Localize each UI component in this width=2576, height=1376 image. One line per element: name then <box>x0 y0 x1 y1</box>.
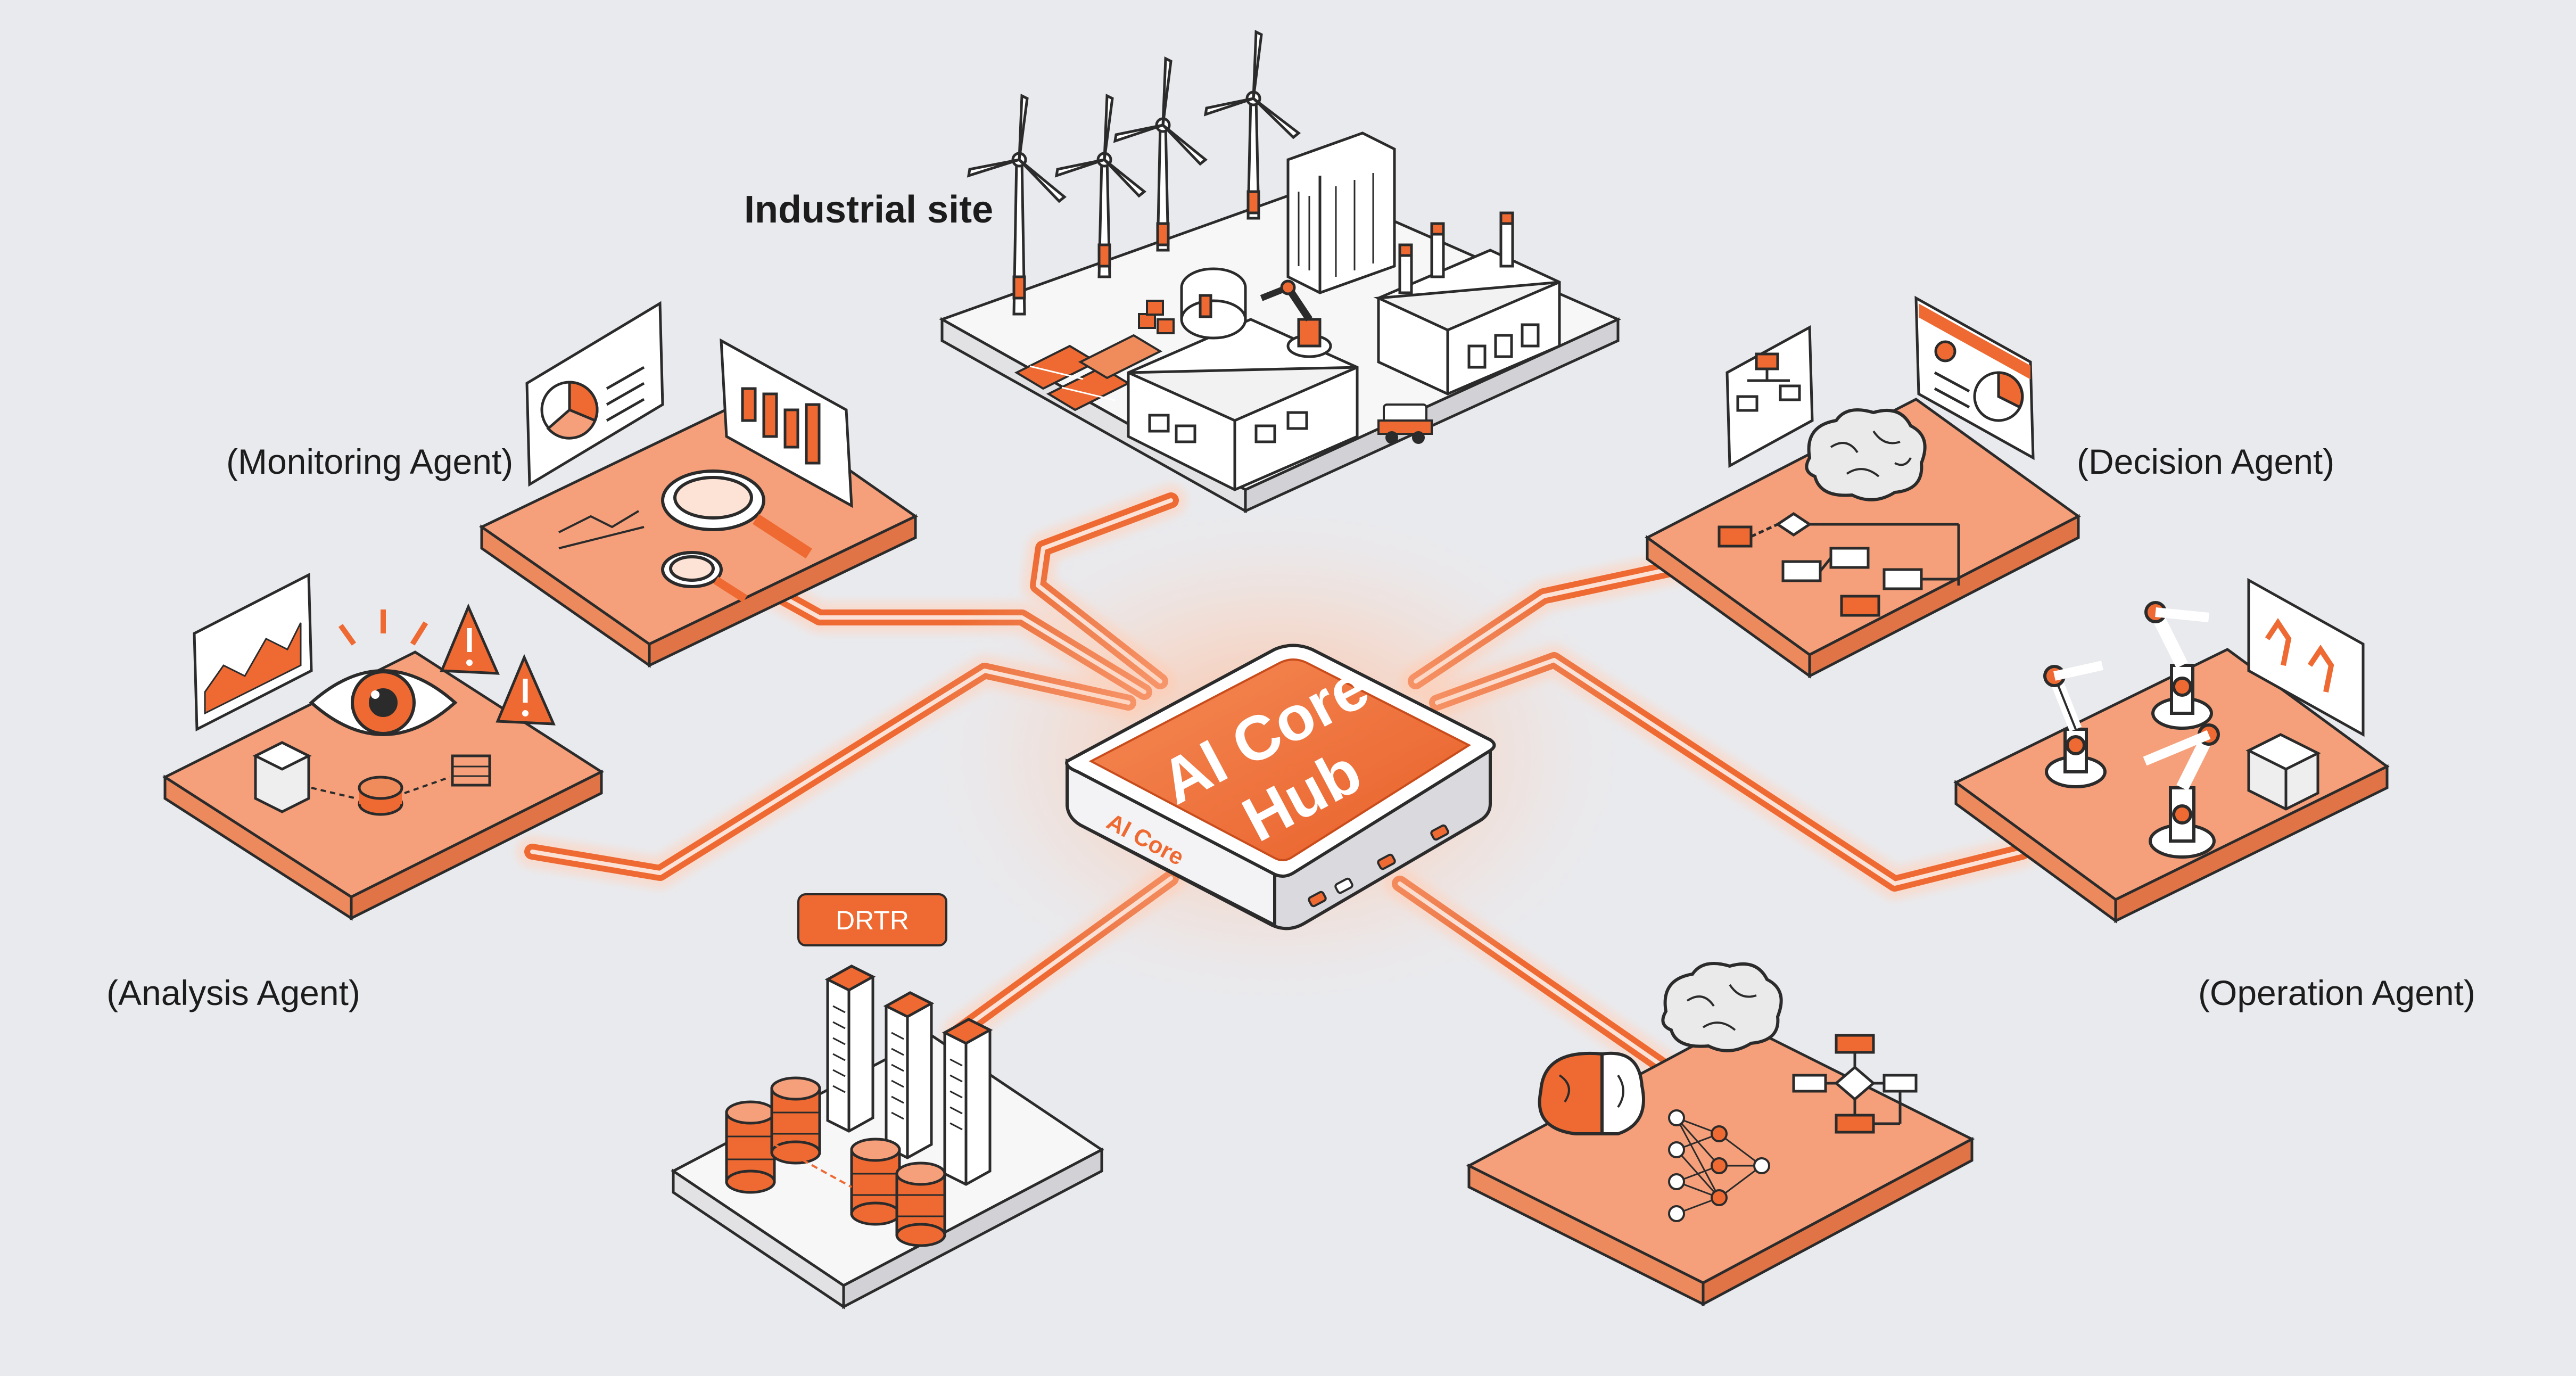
data-tag-label: DRTR <box>836 905 909 935</box>
data-link <box>774 1143 852 1188</box>
decision-flow-icon <box>1718 512 1960 617</box>
wind-turbine-icon <box>967 94 1067 316</box>
pie-chart-icon <box>525 301 664 487</box>
server-rack-icon <box>883 991 935 1159</box>
machine-box-icon <box>2245 733 2321 811</box>
warning-icon <box>496 654 556 726</box>
brain-icon <box>1538 1051 1645 1135</box>
neural-network-icon <box>1668 1109 1770 1222</box>
robot-arm-icon <box>1260 279 1332 358</box>
ai-core-hub: AI Core Hub AI Core <box>1065 644 1496 930</box>
monitoring-agent-platform <box>479 301 918 668</box>
wind-turbine-icon <box>1113 56 1208 252</box>
pie-chart-icon <box>1914 295 2035 460</box>
hub-ports <box>1308 824 1449 908</box>
wind-turbine-icon <box>1054 94 1147 278</box>
robot-card-icon <box>2247 578 2365 737</box>
database-icon <box>850 1138 901 1226</box>
flowchart-icon <box>1792 1034 1918 1134</box>
robot-arm-icon <box>2043 661 2107 788</box>
industrial-site-label: Industrial site <box>744 188 993 231</box>
data-flow-icon <box>252 741 491 816</box>
industrial-site-platform <box>938 30 1622 514</box>
operation-agent-platform <box>1953 578 2390 924</box>
wind-turbine-icon <box>1203 30 1301 220</box>
analysis-agent-platform <box>162 572 605 921</box>
tank-icon <box>1180 267 1247 340</box>
eye-icon <box>309 609 458 736</box>
trend-chart-icon <box>558 510 645 549</box>
factory-icon <box>1127 131 1561 491</box>
magnifier-icon <box>661 469 812 603</box>
server-rack-icon <box>824 965 876 1133</box>
flowchart-icon <box>1725 325 1814 468</box>
database-icon <box>725 1100 776 1194</box>
data-storage-platform <box>671 965 1104 1309</box>
monitoring-agent-label: (Monitoring Agent) <box>226 442 513 481</box>
brain-icon <box>1661 962 1783 1052</box>
solar-panel-icon <box>1014 334 1163 411</box>
robot-arm-icon <box>2144 601 2213 730</box>
crates-icon <box>1138 300 1175 334</box>
truck-icon <box>1377 403 1433 444</box>
server-rack-icon <box>942 1018 993 1186</box>
data-tag: DRTR <box>797 893 947 946</box>
bar-chart-icon <box>720 338 853 508</box>
ai-model-platform <box>1466 962 1975 1307</box>
database-icon <box>770 1076 821 1165</box>
decision-agent-label: (Decision Agent) <box>2077 442 2334 481</box>
robot-arm-icon <box>2143 723 2220 859</box>
decision-agent-platform <box>1645 295 2081 679</box>
operation-agent-label: (Operation Agent) <box>2198 973 2475 1012</box>
warning-icon <box>440 603 500 675</box>
area-chart-icon <box>193 572 313 732</box>
analysis-agent-label: (Analysis Agent) <box>106 973 360 1012</box>
database-icon <box>895 1161 946 1247</box>
brain-icon <box>1805 408 1927 501</box>
